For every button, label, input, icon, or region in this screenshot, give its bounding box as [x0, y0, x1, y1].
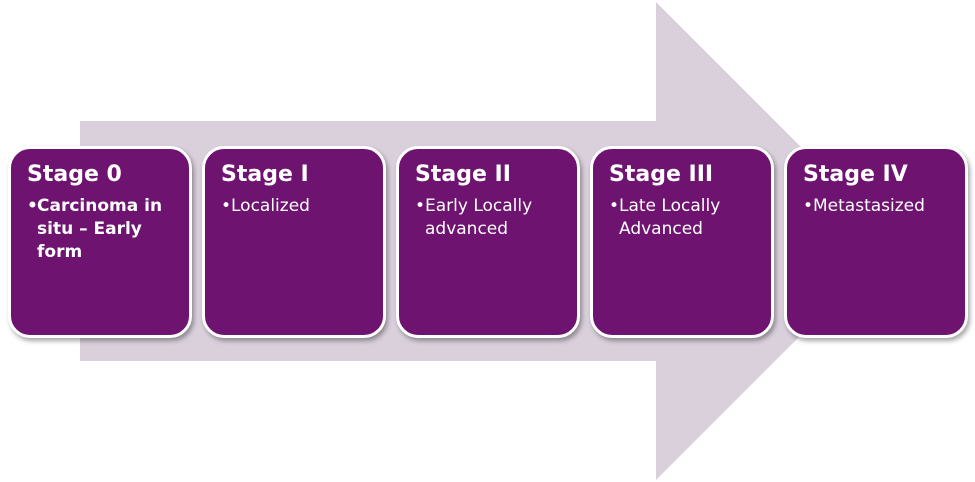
stage-0-bullet: • Carcinoma in situ – Early form — [27, 195, 177, 264]
stage-4-bullet: • Metastasized — [803, 195, 953, 218]
stage-2-title: Stage II — [415, 162, 511, 187]
stage-3-bullet: • Late Locally Advanced — [609, 195, 759, 241]
stage-0-title: Stage 0 — [27, 162, 122, 187]
bullet-icon: • — [415, 196, 426, 216]
stage-0-description: Carcinoma in situ – Early form — [37, 196, 163, 262]
bullet-icon: • — [27, 196, 38, 216]
stage-2-box: Stage II • Early Locally advanced — [396, 146, 580, 338]
stage-3-description: Late Locally Advanced — [619, 196, 721, 239]
bullet-icon: • — [609, 196, 620, 216]
stage-4-box: Stage IV • Metastasized — [784, 146, 968, 338]
stage-1-description: Localized — [231, 196, 310, 216]
bullet-icon: • — [221, 196, 232, 216]
stage-1-bullet: • Localized — [221, 195, 371, 218]
bullet-icon: • — [803, 196, 814, 216]
stage-3-box: Stage III • Late Locally Advanced — [590, 146, 774, 338]
stage-4-description: Metastasized — [813, 196, 925, 216]
stage-0-box: Stage 0 • Carcinoma in situ – Early form — [8, 146, 192, 338]
stage-4-title: Stage IV — [803, 162, 908, 187]
stage-1-box: Stage I • Localized — [202, 146, 386, 338]
stage-3-title: Stage III — [609, 162, 714, 187]
stage-1-title: Stage I — [221, 162, 309, 187]
stage-2-description: Early Locally advanced — [425, 196, 533, 239]
stage-2-bullet: • Early Locally advanced — [415, 195, 565, 241]
